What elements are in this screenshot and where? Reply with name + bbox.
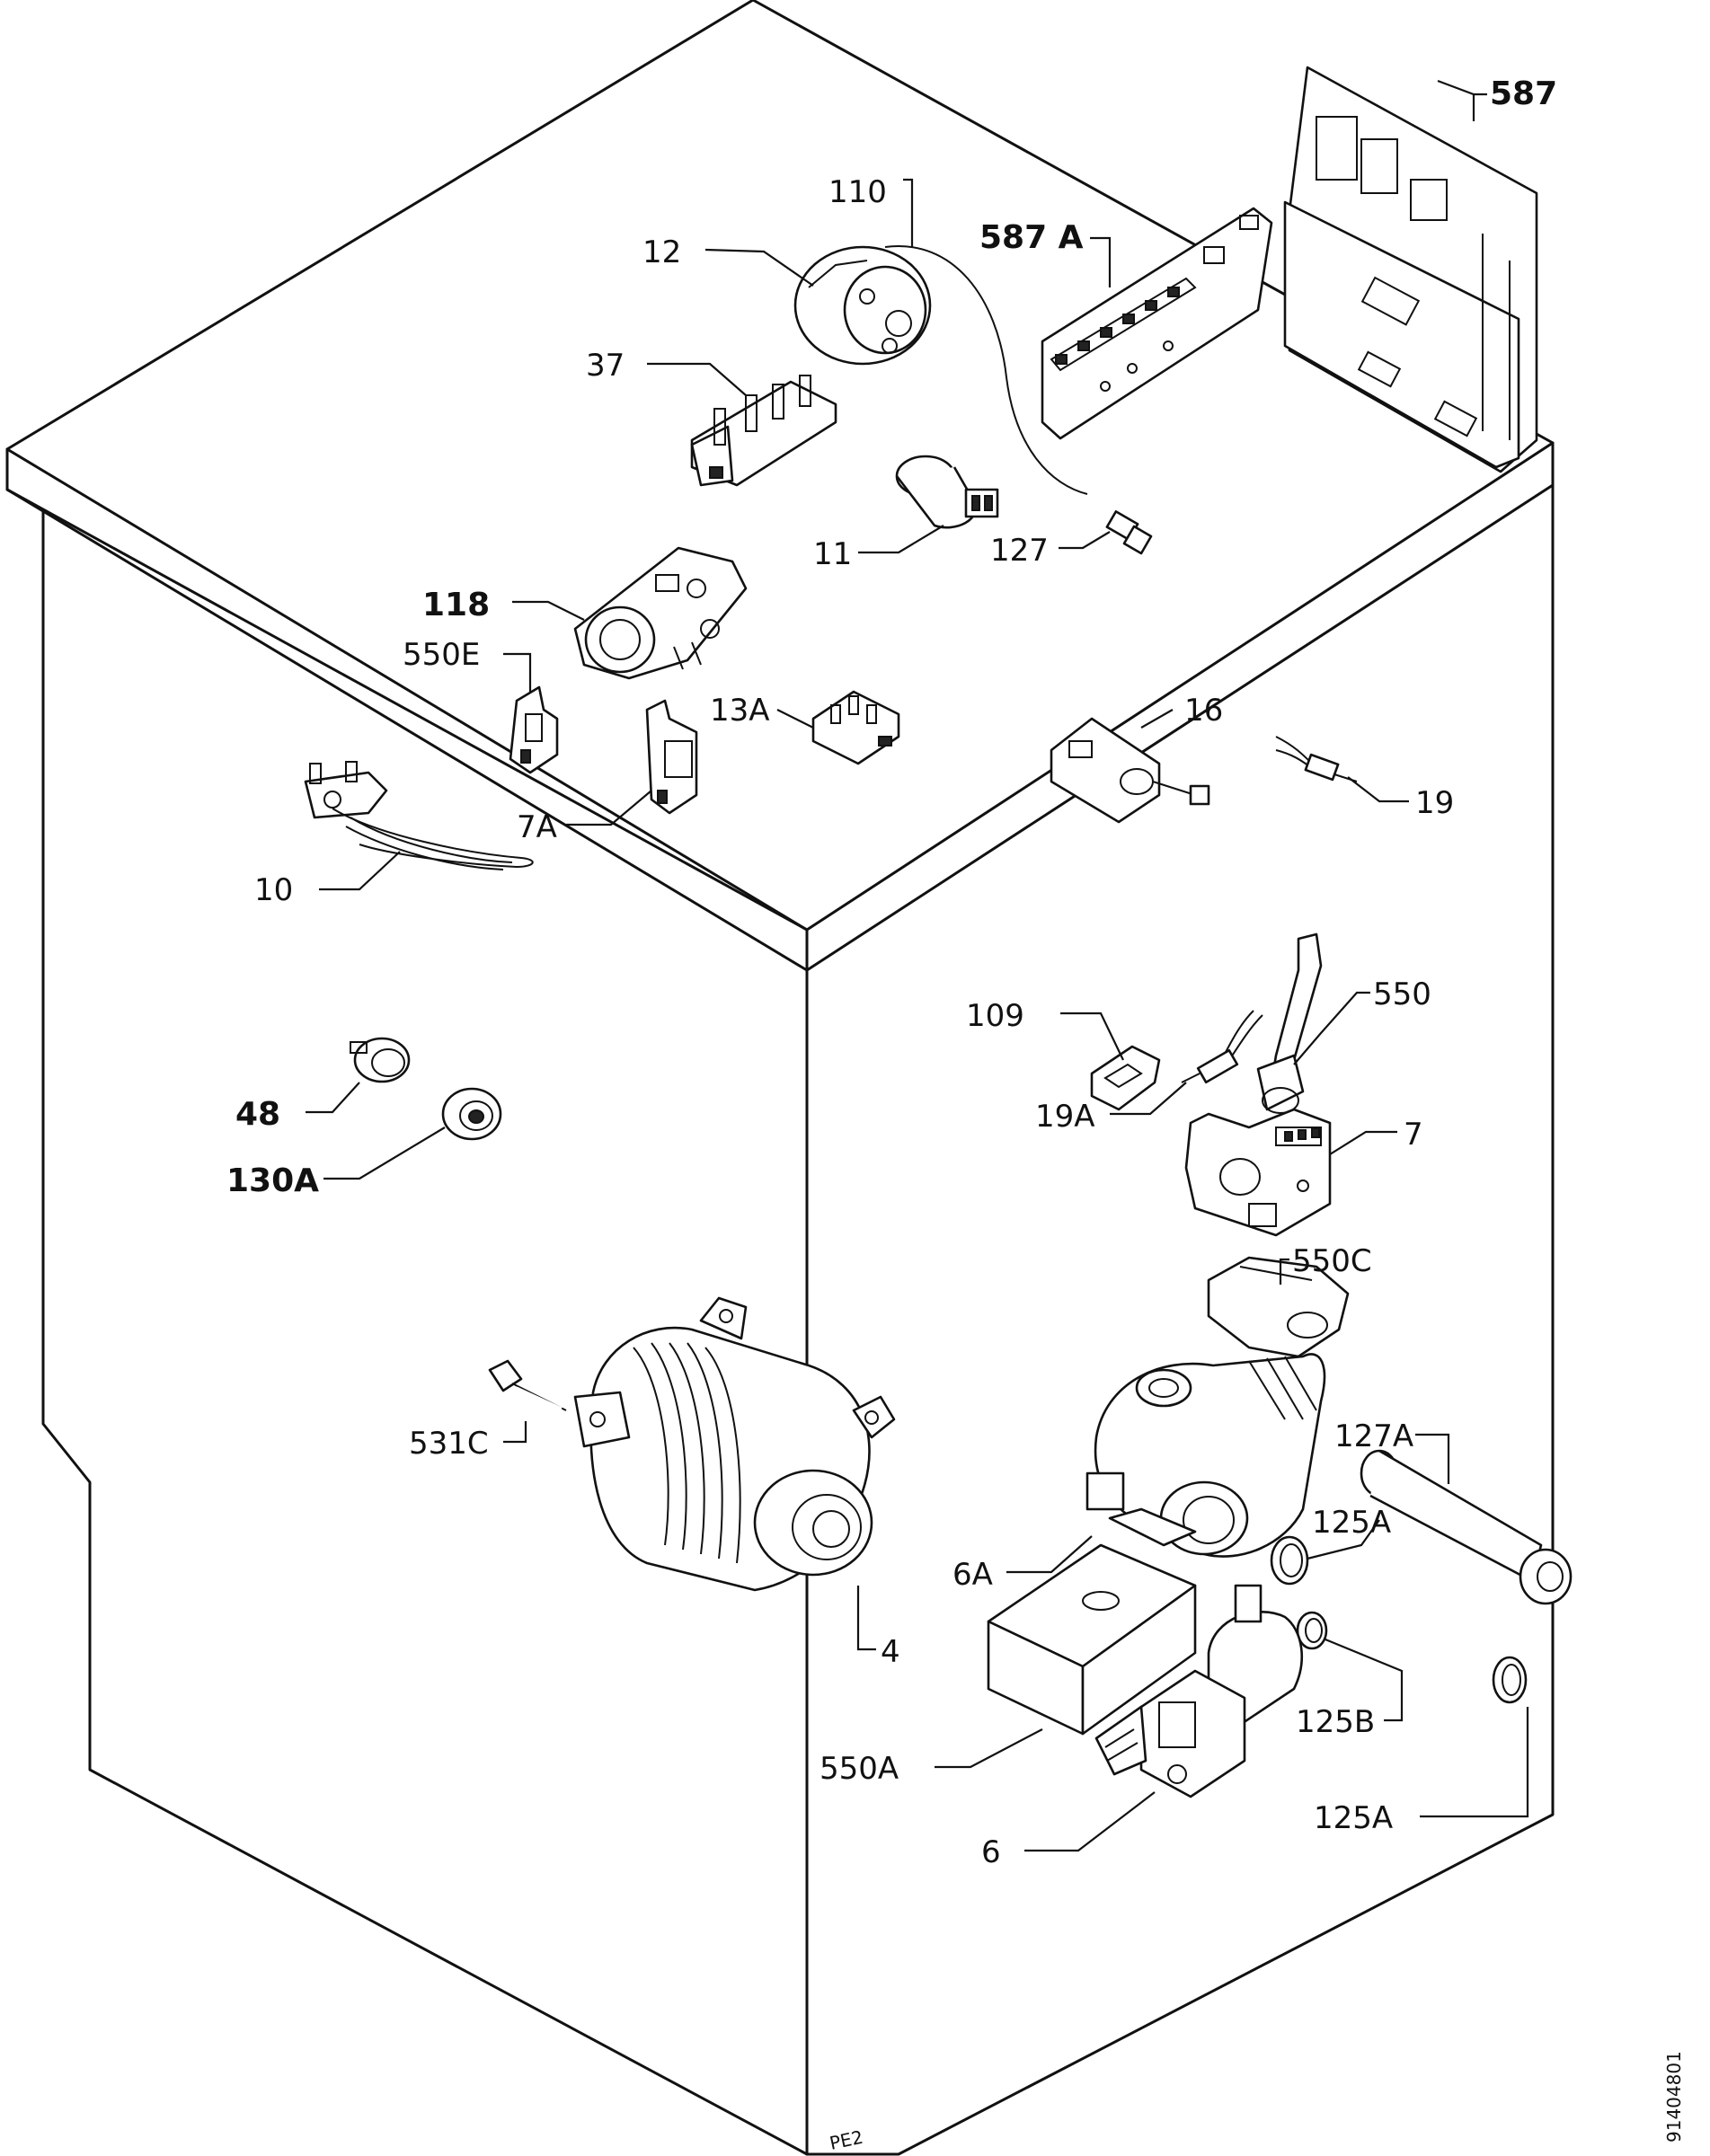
part-130a: [441, 1087, 502, 1141]
label-6a: 6A: [952, 1557, 993, 1593]
label-37: 37: [586, 348, 625, 384]
label-125a-bottom: 125A: [1314, 1800, 1393, 1836]
label-13a: 13A: [710, 693, 770, 729]
label-125a-top: 125A: [1312, 1505, 1391, 1541]
leader-lines: [306, 79, 1529, 1852]
sensor-19a-part: [1181, 1010, 1263, 1084]
label-130a: 130A: [226, 1162, 319, 1199]
cover-550c-part: [1207, 1256, 1350, 1358]
label-125b: 125B: [1296, 1704, 1375, 1740]
heater-10-part: [304, 761, 534, 870]
label-7a: 7A: [517, 809, 557, 845]
hose-110-part: [884, 244, 1088, 495]
label-127: 127: [990, 533, 1049, 569]
label-550c: 550C: [1292, 1243, 1372, 1279]
ring-125a-top-part: [1270, 1535, 1309, 1586]
label-10: 10: [254, 872, 293, 908]
ring-125b-part: [1296, 1611, 1328, 1650]
part-labels: 587 587 A 110 12 37 11 127 118 550E 13A …: [226, 75, 1557, 1870]
label-109: 109: [966, 998, 1024, 1034]
connector-13a-part: [811, 690, 900, 765]
cabinet-outline: [5, 0, 1555, 2156]
label-127a: 127A: [1334, 1418, 1413, 1454]
plug-127-part: [1105, 510, 1153, 555]
capacitor-11-part: [895, 455, 999, 529]
label-19: 19: [1415, 785, 1454, 821]
block-550a-part: [987, 1543, 1197, 1736]
drawing-mark: PE2: [828, 2126, 865, 2154]
label-110: 110: [828, 174, 887, 210]
label-19a: 19A: [1035, 1099, 1095, 1135]
label-587: 587: [1490, 75, 1557, 112]
screw-531c-part: [488, 1359, 567, 1411]
label-587a: 587 A: [979, 219, 1084, 256]
part-109: [1090, 1045, 1161, 1111]
lever-550-part: [1256, 932, 1323, 1114]
timer-118-part: [573, 546, 748, 680]
label-11: 11: [813, 536, 852, 572]
pump-housing-part: [1085, 1353, 1326, 1558]
label-118: 118: [422, 587, 490, 623]
label-16: 16: [1184, 693, 1223, 729]
label-12: 12: [642, 234, 681, 270]
drawing-number: 91404801: [1663, 2051, 1685, 2143]
motor-4-part: [573, 1296, 896, 1592]
label-550e: 550E: [403, 637, 480, 673]
sensor-19-part: [1275, 736, 1358, 782]
label-48: 48: [235, 1096, 280, 1133]
label-531c: 531C: [409, 1426, 489, 1462]
part-48: [350, 1037, 411, 1083]
switch-16-part: [1050, 717, 1210, 824]
tube-127a-part: [1360, 1449, 1573, 1605]
label-6: 6: [981, 1834, 1001, 1870]
bracket-550e-part: [509, 685, 559, 774]
pump-6-part: [1094, 1584, 1304, 1798]
label-550: 550: [1373, 976, 1431, 1012]
board-587a-part: [1041, 207, 1273, 440]
pressure-switch-12-part: [793, 245, 932, 366]
label-7: 7: [1404, 1117, 1423, 1153]
panel-587-part: [1283, 66, 1538, 473]
board-buttons: [1055, 287, 1180, 365]
door-lock-7-part: [1184, 1108, 1332, 1237]
ring-125a-bottom-part: [1492, 1656, 1528, 1704]
label-4: 4: [881, 1634, 900, 1670]
switch-7a-part: [645, 699, 698, 815]
terminal-block-37-part: [690, 375, 837, 487]
label-550a: 550A: [820, 1751, 899, 1787]
